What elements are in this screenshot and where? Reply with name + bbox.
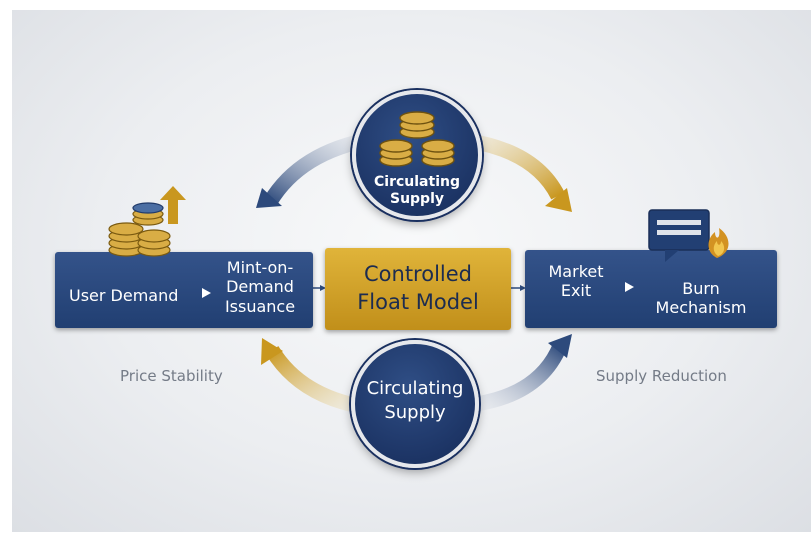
controlled-float-box: Controlled Float Model	[325, 248, 511, 330]
arrow-top-right-head	[545, 188, 572, 212]
price-stability-caption: Price Stability	[120, 367, 223, 385]
supply-reduction-caption: Supply Reduction	[596, 367, 727, 385]
arrow-top-right	[468, 133, 565, 200]
controlled-float-line-2: Float Model	[357, 290, 479, 314]
burn-line-1: Burn	[682, 279, 720, 298]
market-exit-box: Market Exit Burn Mechanism	[525, 250, 777, 328]
message-flame-icon	[648, 209, 729, 262]
market-exit-line-2: Exit	[560, 281, 592, 300]
circulating-bottom-line-2: Supply	[384, 402, 446, 423]
mint-line-3: Issuance	[224, 297, 296, 316]
user-demand-box: User Demand Mint-on- Demand Issuance	[55, 252, 313, 328]
burn-line-2: Mechanism	[655, 298, 747, 317]
circulating-supply-top-node: Circulating Supply	[352, 90, 482, 220]
circulating-bottom-line-1: Circulating	[366, 378, 464, 399]
arrow-top-left-head	[256, 188, 282, 208]
user-demand-label: User Demand	[69, 286, 179, 305]
arrow-bottom-left	[265, 345, 366, 415]
small-arrow-icon	[625, 282, 634, 292]
circulating-top-line-1: Circulating	[374, 174, 460, 190]
circulating-top-line-2: Supply	[389, 191, 445, 207]
controlled-float-line-1: Controlled	[364, 262, 472, 286]
mint-line-2: Demand	[226, 277, 294, 296]
circulating-supply-bottom-node: Circulating Supply	[351, 340, 479, 468]
mint-line-1: Mint-on-	[226, 258, 294, 277]
coin-stack-up-arrow-icon	[108, 186, 186, 257]
arrow-bottom-right	[474, 342, 567, 412]
arrow-bottom-right-head	[548, 334, 572, 358]
small-arrow-icon	[202, 288, 211, 298]
arrow-bottom-left-head	[261, 338, 283, 365]
coin-stack-icon	[379, 111, 455, 167]
market-exit-line-1: Market	[548, 262, 604, 281]
